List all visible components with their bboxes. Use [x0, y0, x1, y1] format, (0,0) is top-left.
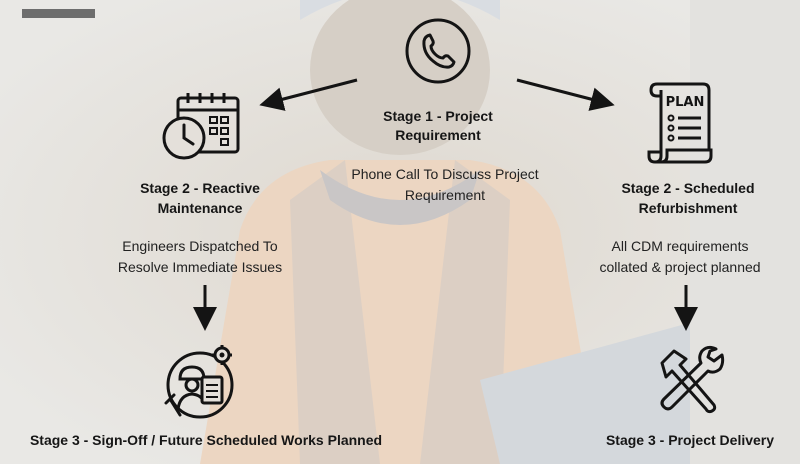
stage2-left-title-line2: Maintenance	[157, 200, 243, 216]
stage2-left-description-line1: Engineers Dispatched To	[122, 238, 278, 254]
stage2-left-description-line2: Resolve Immediate Issues	[117, 259, 283, 275]
accent-bar	[22, 9, 95, 18]
stage2-right-description-line1: All CDM requirements	[611, 238, 749, 254]
calendar-clock-icon	[160, 92, 242, 164]
arrow-to-stage2-right	[516, 78, 615, 111]
arrow-to-stage2-left	[259, 78, 358, 111]
stage1-title-line1: Stage 1 - Project	[383, 108, 493, 124]
stage1-title-line2: Requirement	[395, 127, 481, 143]
stage1-description-line1: Phone Call To Discuss Project	[351, 166, 539, 182]
plan-document-icon: PLAN	[647, 80, 713, 166]
stage2-left-title-line1: Stage 2 - Reactive	[140, 180, 260, 196]
tools-icon	[652, 343, 726, 417]
stage2-right-title-line2: Refurbishment	[638, 200, 738, 216]
stage2-right-title-line1: Stage 2 - Scheduled	[621, 180, 755, 196]
stage3-left-title: Stage 3 - Sign-Off / Future Scheduled Wo…	[29, 432, 383, 448]
stage3-right-title: Stage 3 - Project Delivery	[605, 432, 775, 448]
phone-icon	[404, 17, 472, 85]
engineer-clipboard-icon	[162, 343, 240, 421]
stage2-right-description-line2: collated & project planned	[599, 259, 761, 275]
plan-label: PLAN	[666, 95, 705, 110]
stage1-description-line2: Requirement	[404, 187, 486, 203]
